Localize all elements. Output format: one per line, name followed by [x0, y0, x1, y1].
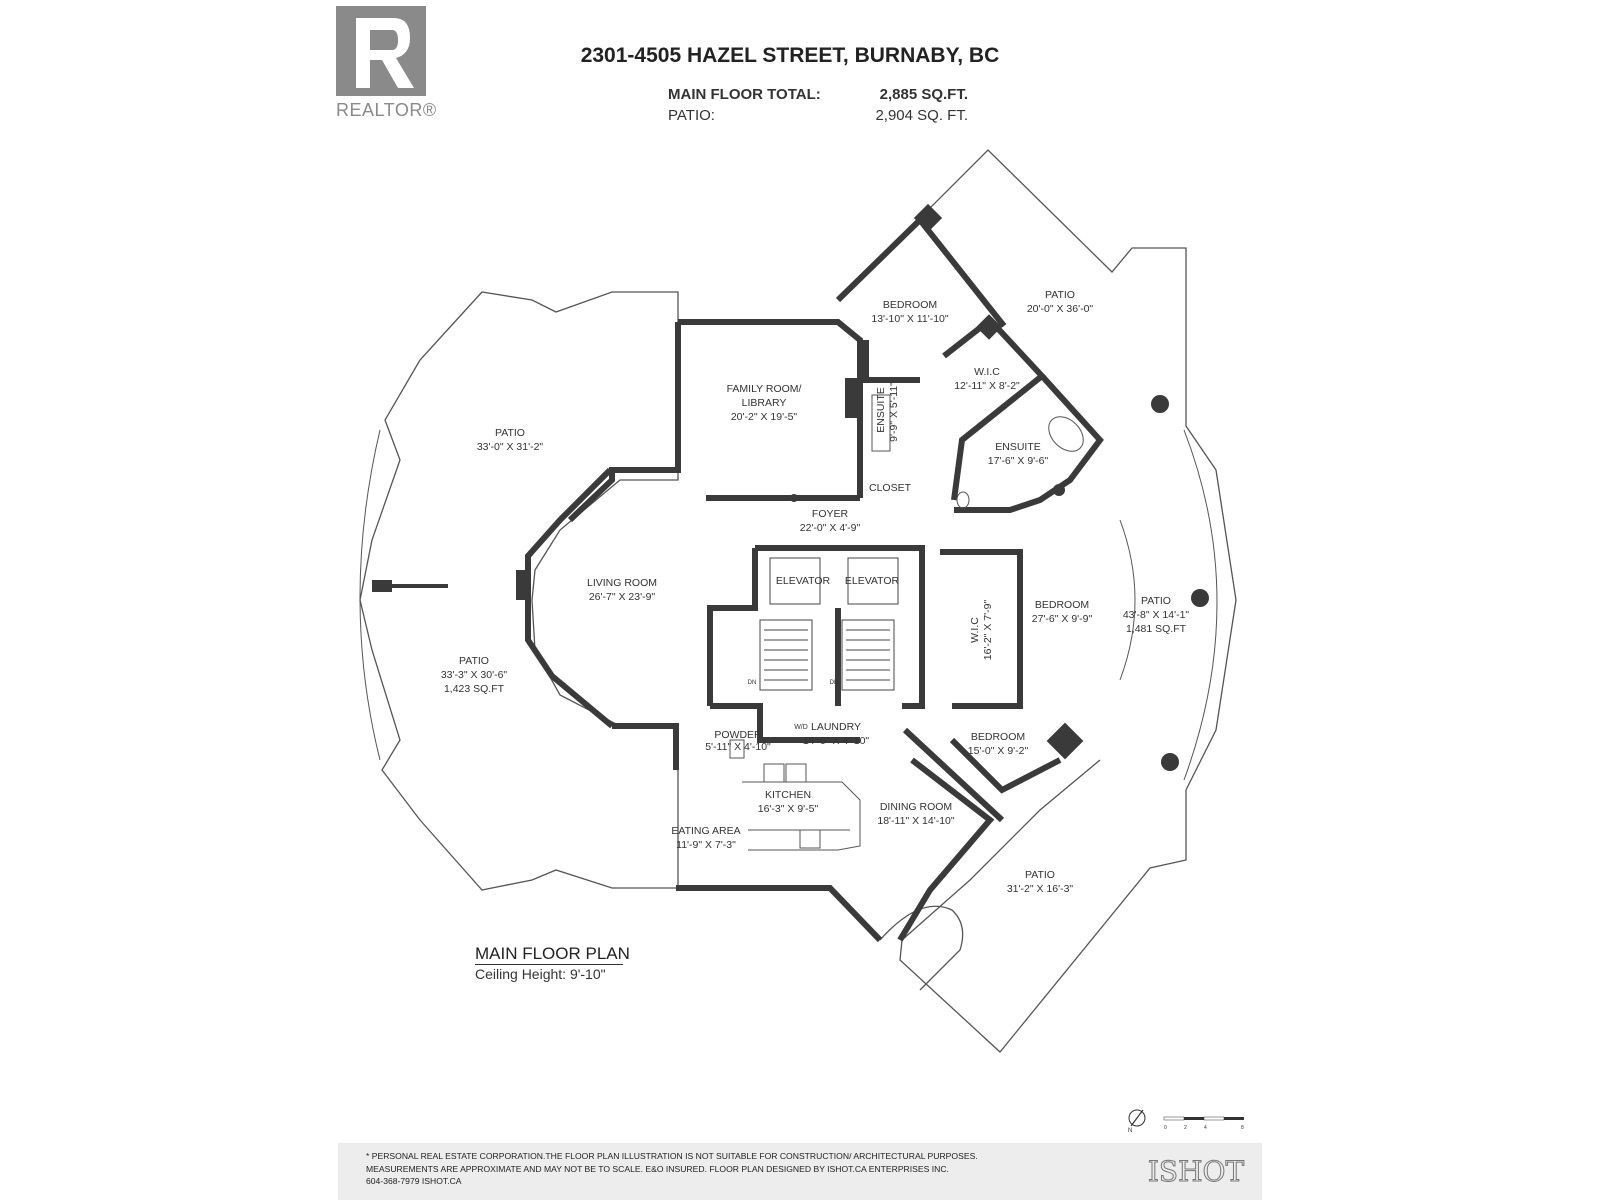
stair-dn-2: DN [830, 680, 839, 686]
ishot-logo: ISHOT [1147, 1155, 1245, 1189]
bedroom-east-dims: 27'-6" X 9'-9" [1032, 613, 1093, 625]
laundry-name: LAUNDRY [811, 721, 861, 733]
ensuite-small-dims: 9'-9" X 5'-11" [888, 382, 900, 442]
ishot-logo-text: ISHOT [1148, 1155, 1245, 1188]
ensuite-large-dims: 17'-6" X 9'-6" [988, 455, 1049, 467]
main-floor-total-row: MAIN FLOOR TOTAL: 2,885 SQ.FT. [668, 86, 968, 107]
compass-arrow [1130, 1109, 1144, 1127]
bedroom-east-name: BEDROOM [1035, 599, 1089, 611]
eating-area-name: EATING AREA [671, 825, 740, 837]
family-room-dims: 20'-2" X 19'-5" [731, 411, 798, 423]
powder-name: POWDER [714, 729, 762, 741]
wic-east-dims: 16'-2" X 7'-9" [982, 599, 994, 660]
family-room-name-1: FAMILY ROOM/ [727, 383, 802, 395]
property-address: 2301-4505 HAZEL STREET, BURNABY, BC [580, 44, 1000, 67]
area-totals: MAIN FLOOR TOTAL: 2,885 SQ.FT. PATIO: 2,… [668, 86, 968, 128]
plan-title-underline [475, 964, 623, 965]
kitchen-counters [742, 763, 861, 851]
patio-north-dims: 20'-0" X 36'-0" [1027, 303, 1094, 315]
patio-east-dims: 43'-8" X 14'-1" [1123, 609, 1190, 621]
family-room-walls [678, 319, 863, 498]
patio-east-name: PATIO [1141, 595, 1171, 607]
core-walls [755, 545, 925, 608]
compass-north: N [1128, 1128, 1132, 1134]
laundry-dims: 14'-0" X 4'-10" [803, 735, 870, 747]
living-room-name: LIVING ROOM [587, 577, 657, 589]
patio-north-name: PATIO [1045, 289, 1075, 301]
disclaimer-line-2: MEASUREMENTS ARE APPROXIMATE AND MAY NOT… [366, 1163, 949, 1174]
scale-0: 0 [1164, 1125, 1167, 1131]
disclaimer-line-1: * PERSONAL REAL ESTATE CORPORATION.THE F… [366, 1151, 978, 1161]
kitchen-dims: 16'-3" X 9'-5" [758, 803, 819, 815]
dining-room-name: DINING ROOM [880, 801, 952, 813]
dining-room-dims: 18'-11" X 14'-10" [877, 815, 955, 827]
foyer-dims: 22'-0" X 4'-9" [800, 522, 861, 534]
east-patio-outline [837, 149, 1237, 1053]
main-floor-total-value: 2,885 SQ.FT. [879, 86, 968, 103]
ensuite-large-name: ENSUITE [995, 441, 1041, 453]
dining-room-walls [897, 757, 995, 942]
bedroom-north-dims: 13'-10" X 11'-10" [871, 313, 949, 325]
patio-west-upper-dims: 33'-0" X 31'-2" [477, 441, 544, 453]
closet-name: CLOSET [869, 482, 912, 494]
compass-and-scale: N 0 2 4 8 [1128, 1109, 1244, 1134]
main-floor-total-label: MAIN FLOOR TOTAL: [668, 86, 821, 103]
stair-dn-1: DN [748, 680, 757, 686]
patio-total-row: PATIO: 2,904 SQ. FT. [668, 107, 968, 128]
kitchen-name: KITCHEN [765, 789, 811, 801]
disclaimer-box [338, 1143, 1262, 1200]
stairs [759, 557, 899, 691]
structural-columns [372, 203, 1209, 771]
scale-2: 2 [1184, 1125, 1187, 1131]
wic-north-name: W.I.C [974, 366, 1000, 378]
ensuite-small-name: ENSUITE [875, 387, 887, 433]
patio-total-value: 2,904 SQ. FT. [875, 107, 968, 124]
wic-east-name: W.I.C [969, 617, 981, 643]
living-room-dims: 26'-7" X 23'-9" [589, 591, 656, 603]
disclaimer-line-3: 604-368-7979 ISHOT.CA [366, 1176, 462, 1186]
scale-8: 8 [1241, 1125, 1244, 1131]
realtor-logo [336, 6, 426, 96]
bedroom-south-name: BEDROOM [971, 731, 1025, 743]
patio-total-label: PATIO: [668, 107, 715, 124]
bedroom-north-name: BEDROOM [883, 299, 937, 311]
patio-west-lower-dims: 33'-3" X 30'-6" [441, 669, 508, 681]
disclaimer-text: * PERSONAL REAL ESTATE CORPORATION.THE F… [366, 1150, 1086, 1188]
south-bedroom-walls [949, 737, 1062, 794]
patio-south-name: PATIO [1025, 869, 1055, 881]
patio-west-lower-name: PATIO [459, 655, 489, 667]
powder-dims: 5'-11" X 4'-10" [705, 741, 771, 753]
laundry-wd: W/D [794, 724, 808, 731]
bedroom-south-dims: 15'-0" X 9'-2" [968, 745, 1029, 757]
ceiling-height: Ceiling Height: 9'-10" [475, 966, 606, 982]
family-room-name-2: LIBRARY [742, 397, 787, 409]
wic-north-dims: 12'-11" X 8'-2" [954, 380, 1020, 392]
scale-4: 4 [1204, 1125, 1207, 1131]
elevator-2-name: ELEVATOR [845, 575, 900, 587]
plan-title: MAIN FLOOR PLAN [475, 944, 630, 963]
elevator-1-name: ELEVATOR [776, 575, 831, 587]
patio-west-lower-area: 1,423 SQ.FT [444, 683, 505, 695]
compass-circle [1128, 1109, 1146, 1127]
foyer-name: FOYER [812, 508, 849, 520]
realtor-logo-text: REALTOR® [336, 100, 437, 120]
patio-east-area: 1,481 SQ.FT [1126, 623, 1187, 635]
patio-south-dims: 31'-2" X 16'-3" [1007, 883, 1074, 895]
eating-area-dims: 11'-9" X 7'-3" [676, 839, 736, 851]
patio-west-upper-name: PATIO [495, 427, 525, 439]
bath-fixtures [729, 394, 1084, 759]
